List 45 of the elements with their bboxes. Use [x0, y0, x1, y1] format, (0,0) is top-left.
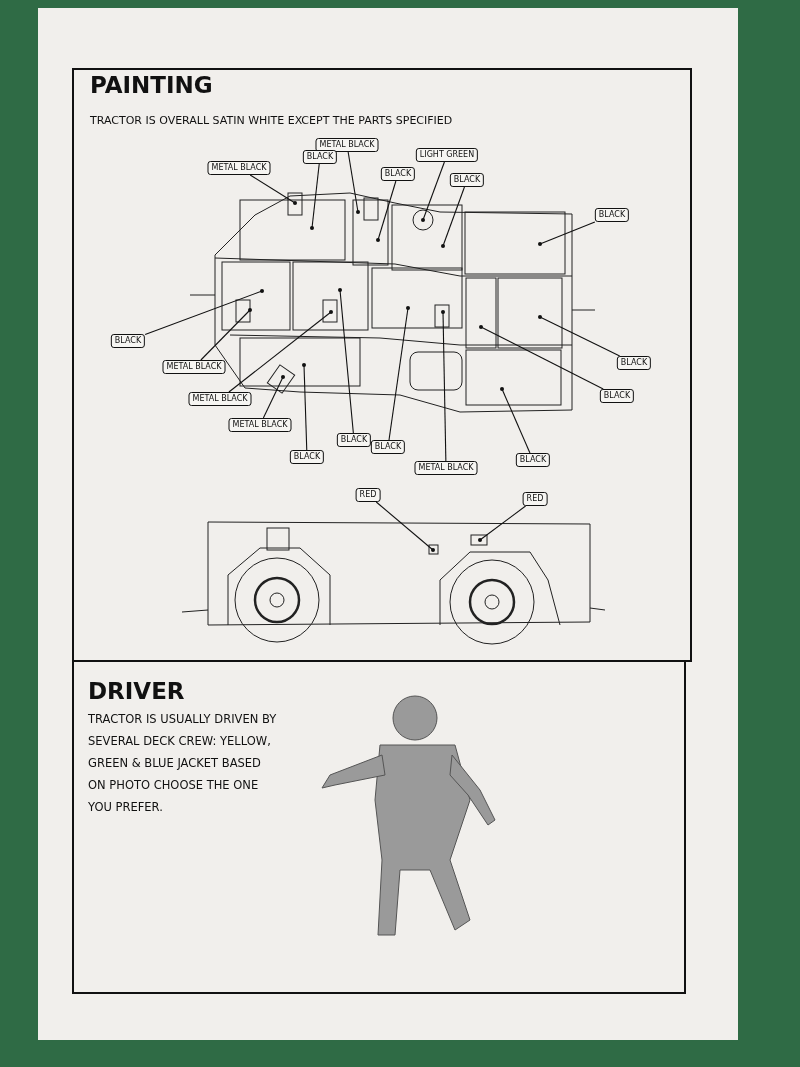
instruction-panel: [72, 660, 686, 994]
leader-line: [538, 315, 621, 357]
section-heading: PAINTING: [90, 72, 213, 98]
leader-line: [421, 161, 445, 222]
leader-line: [302, 363, 308, 451]
color-callout-label: RED: [522, 492, 548, 506]
leader-line: [478, 505, 527, 542]
color-callout-label: BLACK: [302, 150, 338, 164]
color-callout-label: METAL BLACK: [188, 392, 252, 406]
leader-line: [144, 289, 264, 336]
color-callout-label: LIGHT GREEN: [415, 148, 479, 162]
leader-line: [441, 310, 447, 462]
color-callout-label: BLACK: [616, 356, 652, 370]
instruction-text: TRACTOR IS OVERALL SATIN WHITE EXCEPT THE PARTS SPECIFIED: [90, 113, 453, 129]
color-callout-label: BLACK: [380, 167, 416, 181]
section-heading: DRIVER: [88, 678, 185, 704]
instruction-text: TRACTOR IS USUALLY DRIVEN BY SEVERAL DECK CREW: YELLOW, GREEN & BLUE JACKET BASED ON PHOTO CHOOSE THE ONE YOU PREFER.: [88, 711, 278, 816]
color-callout-label: RED: [355, 488, 381, 502]
leader-line: [500, 387, 531, 454]
leader-line: [538, 221, 596, 246]
color-callout-label: BLACK: [599, 389, 635, 403]
leader-line: [441, 186, 465, 248]
color-callout-label: METAL BLACK: [228, 418, 292, 432]
color-callout-label: BLACK: [289, 450, 325, 464]
leader-line: [200, 308, 252, 361]
leader-line: [310, 163, 320, 230]
leader-line: [388, 306, 410, 441]
leader-line: [249, 174, 297, 205]
leader-line: [376, 180, 397, 242]
color-callout-label: BLACK: [449, 173, 485, 187]
leader-line: [338, 288, 354, 434]
color-callout-label: METAL BLACK: [207, 161, 271, 175]
color-callout-label: BLACK: [515, 453, 551, 467]
leader-line: [375, 501, 435, 552]
color-callout-label: METAL BLACK: [315, 138, 379, 152]
color-callout-label: BLACK: [370, 440, 406, 454]
leader-line: [262, 375, 285, 419]
color-callout-label: BLACK: [594, 208, 630, 222]
leader-line: [479, 325, 604, 390]
color-callout-label: METAL BLACK: [414, 461, 478, 475]
color-callout-label: BLACK: [110, 334, 146, 348]
instruction-panel: [72, 68, 692, 662]
color-callout-label: METAL BLACK: [162, 360, 226, 374]
leader-line: [347, 151, 360, 214]
color-callout-label: BLACK: [336, 433, 372, 447]
